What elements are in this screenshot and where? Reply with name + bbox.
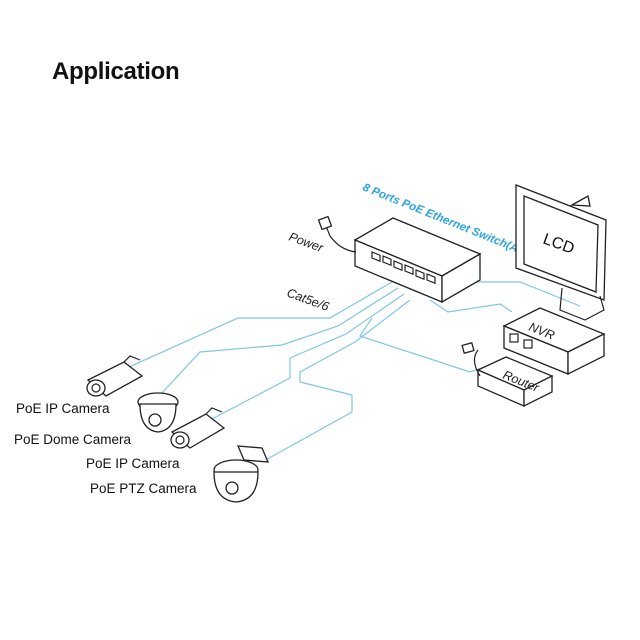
page-title: Application (52, 58, 180, 85)
nvr-device: NVR (502, 307, 606, 376)
cable-dome-camera (159, 287, 399, 396)
cable-ip-camera-2 (209, 293, 405, 421)
ip-camera-1 (86, 355, 144, 397)
cable-ip-camera-1 (117, 281, 393, 373)
router-power-cord (473, 349, 481, 377)
cable-router (359, 317, 483, 373)
ip-camera-2 (170, 407, 226, 449)
cable-type-label: Cat5e/6 (285, 286, 331, 314)
camera-label: PoE IP Camera (86, 456, 180, 471)
cable-nvr (429, 299, 513, 313)
power-label: Power (287, 230, 326, 256)
cables (117, 281, 581, 463)
cable-switch-lcd (470, 281, 581, 307)
camera-label: PoE PTZ Camera (90, 481, 197, 496)
switch-ports (371, 251, 436, 285)
camera-label: PoE Dome Camera (14, 432, 132, 447)
power-plug-icon (317, 215, 333, 231)
power-cord (325, 225, 357, 253)
ptz-camera (213, 445, 270, 503)
poe-switch (317, 215, 482, 304)
router-plug-icon (461, 342, 475, 354)
dome-camera (137, 392, 179, 433)
router-device: Router (461, 342, 554, 408)
camera-label: PoE IP Camera (16, 401, 110, 416)
lcd-monitor: LCD (515, 184, 607, 321)
cable-ptz-camera (261, 299, 411, 463)
